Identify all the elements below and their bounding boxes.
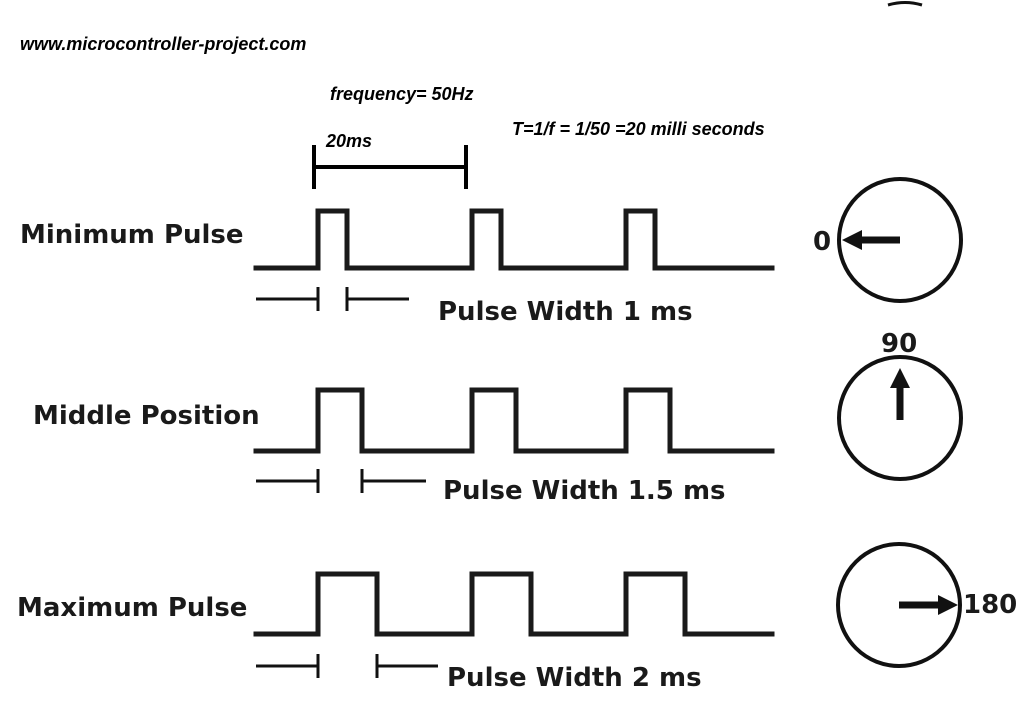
servo-dial xyxy=(837,355,963,481)
row-minimum-pulse: Minimum Pulse Pulse Width 1 ms 0 xyxy=(20,177,963,327)
pointer-arrowhead-icon xyxy=(842,230,862,250)
pulse-width-label: Pulse Width 1.5 ms xyxy=(443,476,726,506)
row-middle-position: Middle Position Pulse Width 1.5 ms 90 xyxy=(33,329,963,506)
angle-label: 0 xyxy=(813,227,831,257)
pulse-waveform xyxy=(253,387,775,454)
servo-dial xyxy=(837,177,963,303)
pulse-width-label: Pulse Width 2 ms xyxy=(447,663,702,693)
website-url: www.microcontroller-project.com xyxy=(20,34,306,54)
frequency-label: frequency= 50Hz xyxy=(330,84,474,104)
angle-label: 90 xyxy=(881,329,917,359)
row-label: Minimum Pulse xyxy=(20,220,244,250)
pulse-waveform xyxy=(253,208,775,271)
period-label: 20ms xyxy=(325,131,372,151)
pointer-arrowhead-icon xyxy=(938,595,958,615)
pulse-width-marker xyxy=(256,654,438,678)
row-label: Middle Position xyxy=(33,401,260,431)
pointer-arrowhead-icon xyxy=(890,368,910,388)
angle-label: 180 xyxy=(963,590,1017,620)
pulse-width-marker xyxy=(256,287,409,311)
row-maximum-pulse: Maximum Pulse Pulse Width 2 ms 180 xyxy=(17,542,1017,693)
pulse-waveform xyxy=(253,571,775,637)
period-bracket xyxy=(312,145,468,189)
row-label: Maximum Pulse xyxy=(17,593,247,623)
arc-fragment xyxy=(887,1,923,7)
pulse-width-label: Pulse Width 1 ms xyxy=(438,297,693,327)
period-formula: T=1/f = 1/50 =20 milli seconds xyxy=(512,119,765,139)
pulse-width-marker xyxy=(256,469,426,493)
servo-dial xyxy=(836,542,962,668)
